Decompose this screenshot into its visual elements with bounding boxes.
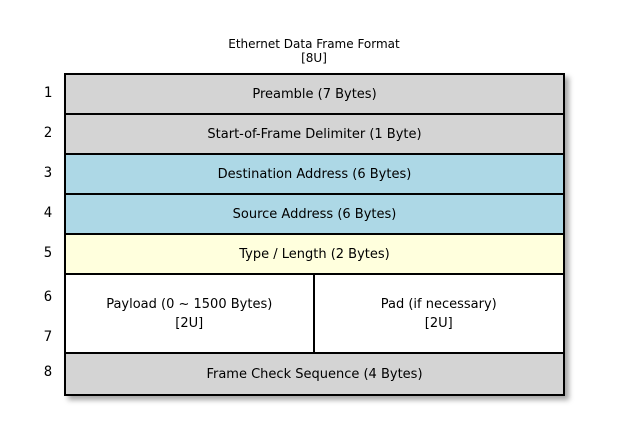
row-number-4: 4 — [43, 205, 53, 221]
diagram-title: Ethernet Data Frame Format — [228, 37, 400, 51]
row-number-2: 2 — [43, 125, 53, 141]
diagram-title-block: Ethernet Data Frame Format [8U] — [0, 37, 628, 65]
row-number-gutter: 1 2 3 4 5 6 7 8 — [36, 0, 60, 434]
payload-sub-label: [2U] — [175, 315, 204, 331]
pad-cell: Pad (if necessary) [2U] — [315, 275, 564, 352]
table-row-payload-pad: Payload (0 ~ 1500 Bytes) [2U] Pad (if ne… — [66, 275, 563, 354]
row-label-sfd: Start-of-Frame Delimiter (1 Byte) — [207, 126, 422, 142]
row-number-6: 6 — [43, 289, 53, 305]
pad-label: Pad (if necessary) — [380, 296, 497, 312]
table-row-type-length: Type / Length (2 Bytes) — [66, 235, 563, 275]
table-row-fcs: Frame Check Sequence (4 Bytes) — [66, 354, 563, 394]
row-number-3: 3 — [43, 165, 53, 181]
row-label-fcs: Frame Check Sequence (4 Bytes) — [206, 366, 423, 382]
row-label-source-address: Source Address (6 Bytes) — [232, 206, 397, 222]
payload-label: Payload (0 ~ 1500 Bytes) — [106, 296, 273, 312]
payload-cell: Payload (0 ~ 1500 Bytes) [2U] — [66, 275, 315, 352]
pad-sub-label: [2U] — [424, 315, 453, 331]
table-row-sfd: Start-of-Frame Delimiter (1 Byte) — [66, 115, 563, 155]
row-number-1: 1 — [43, 85, 53, 101]
row-number-5: 5 — [43, 245, 53, 261]
table-row-destination-address: Destination Address (6 Bytes) — [66, 155, 563, 195]
row-label-type-length: Type / Length (2 Bytes) — [239, 246, 390, 262]
table-row-preamble: Preamble (7 Bytes) — [66, 75, 563, 115]
row-number-8: 8 — [43, 364, 53, 380]
row-label-preamble: Preamble (7 Bytes) — [252, 86, 377, 102]
frame-table: Preamble (7 Bytes) Start-of-Frame Delimi… — [64, 73, 565, 396]
table-row-source-address: Source Address (6 Bytes) — [66, 195, 563, 235]
row-number-7: 7 — [43, 329, 53, 345]
row-label-destination-address: Destination Address (6 Bytes) — [217, 166, 412, 182]
diagram-subtitle: [8U] — [301, 51, 327, 65]
